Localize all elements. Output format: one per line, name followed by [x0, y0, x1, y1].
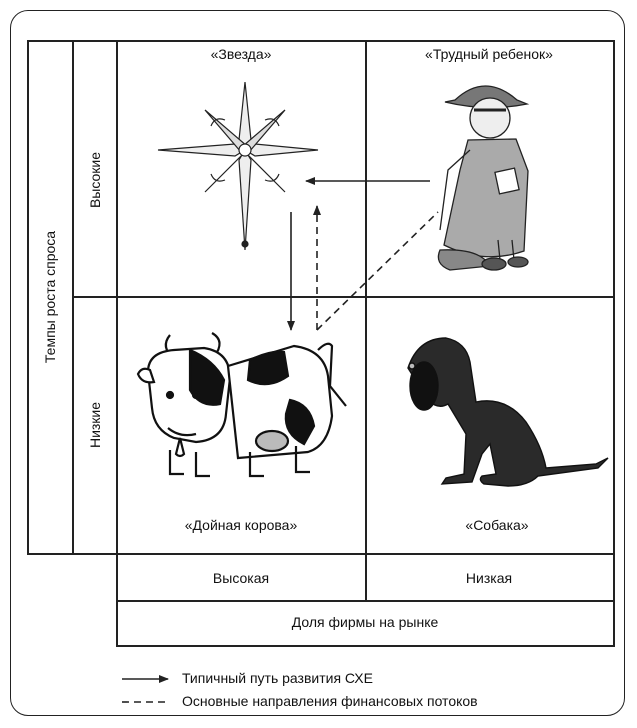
grid-mid-horizontal [72, 296, 615, 298]
compass-star-icon [157, 81, 319, 251]
grid-mid-vertical [365, 40, 367, 601]
star-label: «Звезда» [210, 46, 272, 62]
cash-cow-label: «Дойная корова» [184, 517, 298, 533]
grid-right [613, 40, 615, 646]
dashed-line-cow-to-child [316, 211, 439, 331]
x-axis-title: Доля фирмы на рынке [291, 614, 439, 630]
legend-solid-label: Типичный путь развития СХЕ [182, 670, 373, 686]
figure-frame [10, 10, 625, 716]
x-label-low: Низкая [465, 570, 513, 586]
grid-top [27, 40, 615, 42]
child-in-coat-icon [437, 85, 530, 271]
problem-child-label: «Трудный ребенок» [425, 46, 553, 62]
legend-dashed-label: Основные направления финансовых потоков [182, 693, 478, 709]
grid-left-outer [27, 40, 29, 554]
dog-label: «Собака» [465, 517, 529, 533]
grid-left-main [116, 40, 118, 646]
grid-x-labels-bottom [116, 600, 615, 602]
grid-x-title-bottom [116, 645, 615, 647]
grid-bottom-quadrants [27, 553, 615, 555]
dog-icon [407, 337, 609, 487]
x-label-high: Высокая [212, 570, 270, 586]
cow-icon [136, 332, 347, 478]
